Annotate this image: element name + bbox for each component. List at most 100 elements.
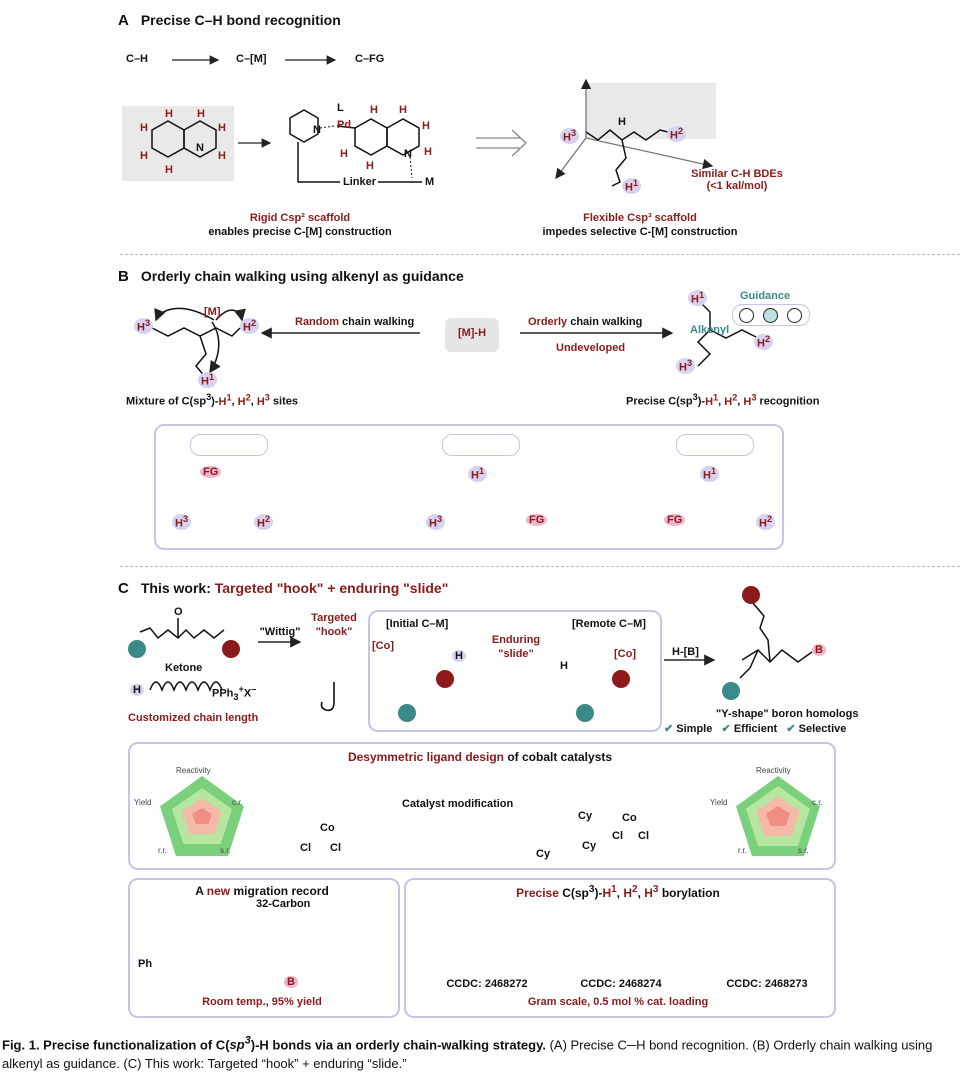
co-atom-left: Co (320, 822, 335, 834)
quin-h: H (140, 122, 148, 134)
m-label: M (425, 176, 435, 188)
enduring-label: Enduring (491, 634, 541, 646)
radar-l-yield: Yield (134, 798, 152, 807)
red-ball (222, 640, 240, 658)
radar-l-reactivity: Reactivity (176, 766, 211, 775)
pd-label: Pd (337, 119, 352, 131)
dir-icon (787, 308, 802, 323)
flex-h1: H1 (622, 178, 642, 194)
rigid-title: Rigid Csp² scaffold (249, 212, 351, 224)
b2-fg: FG (526, 514, 548, 526)
rigid-sub: enables precise C-[M] construction (208, 226, 392, 238)
initial-remote-box (368, 610, 662, 732)
flex-sub: impedes selective C-[M] construction (542, 226, 738, 238)
gram-label: Gram scale, 0.5 mol % cat. loading (527, 996, 709, 1008)
check-icon: ✔ (721, 723, 731, 735)
boron-migration: B (284, 976, 298, 988)
rand-h2: H2 (240, 318, 260, 334)
cy-label: Cy (536, 848, 551, 860)
flex-title: Flexible Csp³ scaffold (583, 212, 697, 224)
divider-ab (120, 254, 960, 255)
red-ball (612, 670, 630, 688)
quin2-h: H (424, 146, 432, 158)
pyr-n: N (313, 124, 321, 136)
flex-h: H (618, 116, 626, 128)
quin2-h: H (399, 104, 407, 116)
panel-c-title: Targeted "hook" + enduring "slide" (214, 580, 449, 596)
random-label: Random chain walking (295, 316, 415, 328)
h-start: H (130, 684, 144, 696)
cy-label: Cy (582, 840, 597, 852)
quin-h: H (140, 150, 148, 162)
ord-h2: H2 (754, 334, 774, 350)
ketone-o: O (174, 606, 183, 618)
ord-h1: H1 (688, 290, 708, 306)
teal-ball (128, 640, 146, 658)
hook-label: "hook" (315, 626, 353, 638)
guidance-pill-1 (190, 434, 268, 456)
seq-ch: C–H (126, 53, 149, 65)
caption-bold: Fig. 1. Precise functionalization of C(s… (2, 1035, 546, 1053)
figure-caption: Fig. 1. Precise functionalization of C(s… (2, 1032, 967, 1073)
dir-icon (763, 308, 778, 323)
guidance-pill-2 (442, 434, 520, 456)
b3-h2: H2 (756, 514, 776, 530)
bde-label: Similar C-H BDEs (691, 168, 783, 180)
radar-l-rr: r.r. (158, 846, 167, 855)
m-top: [M] (204, 306, 221, 318)
red-ball (742, 586, 760, 604)
b3-h1: H1 (700, 466, 720, 482)
boron-y: B (812, 644, 826, 656)
quin-h: H (218, 122, 226, 134)
modification-label: Catalyst modification (402, 798, 514, 810)
undeveloped-label: Undeveloped (556, 342, 626, 354)
roomtemp-label: Room temp., 95% yield (202, 996, 322, 1008)
guidance-label: Guidance (740, 290, 791, 302)
quin2-h: H (422, 120, 430, 132)
ketone-label: Ketone (165, 662, 203, 674)
panel-c-title-prefix: This work: (140, 580, 215, 596)
checks-row: ✔ Simple ✔ Efficient ✔ Selective (664, 722, 846, 735)
red-ball (436, 670, 454, 688)
remote-label: [Remote C–M] (572, 618, 646, 630)
initial-label: [Initial C–M] (386, 618, 449, 630)
linker-label: Linker (343, 176, 377, 188)
slide-label: "slide" (498, 648, 534, 660)
panel-a-letter: A (118, 12, 129, 29)
rand-h1: H1 (198, 372, 218, 388)
b2-h3: H3 (426, 514, 446, 530)
b1-h3: H3 (172, 514, 192, 530)
ph-label: Ph (138, 958, 153, 970)
co-initial: [Co] (372, 640, 394, 652)
alkenyl-label: Alkenyl (690, 324, 730, 336)
yshape-label: "Y-shape" boron homologs (716, 708, 859, 720)
mixture-label: Mixture of C(sp3)-H1, H2, H3 sites (126, 392, 299, 408)
migration-box (128, 878, 400, 1018)
borylation-box (404, 878, 836, 1018)
radar-l-cr: c.r. (232, 798, 243, 807)
b1-h2: H2 (254, 514, 274, 530)
carbon-label: 32-Carbon (256, 898, 311, 910)
radar-right (736, 776, 820, 856)
teal-ball (722, 682, 740, 700)
ccdc-1: CCDC: 2468272 (446, 978, 528, 990)
b3-fg: FG (664, 514, 686, 526)
ligand-box (128, 742, 836, 870)
quin-n: N (196, 142, 204, 154)
ccdc-2: CCDC: 2468274 (580, 978, 662, 990)
mh-box (445, 318, 499, 352)
initial-h: H (452, 650, 466, 662)
radar-l-sr: s.r. (220, 846, 231, 855)
pph3-label: PPh3+X– (212, 684, 257, 702)
ligand-title: Desymmetric ligand design of cobalt cata… (347, 750, 613, 764)
cl-right: Cl (612, 830, 623, 842)
co-atom-right: Co (622, 812, 637, 824)
quin2-h: H (366, 160, 374, 172)
radar-left (160, 776, 244, 856)
teal-ball (576, 704, 594, 722)
customized-label: Customized chain length (128, 712, 259, 724)
bde-value: (<1 kal/mol) (706, 180, 768, 192)
borylation-title: Precise C(sp3)-H1, H2, H3 borylation (516, 884, 720, 900)
